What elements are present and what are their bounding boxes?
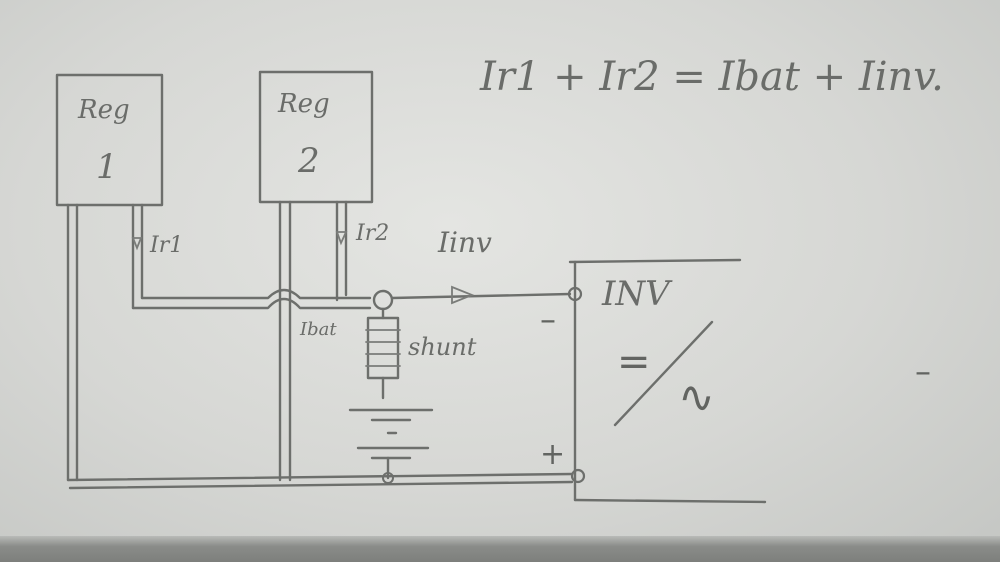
regulator-2-box (258, 70, 374, 204)
battery (348, 408, 434, 480)
inverter-ac-symbol: ∿ (678, 372, 715, 423)
negative-bus-wire (66, 472, 574, 490)
plus-sign: + (540, 437, 565, 472)
table-edge (0, 536, 1000, 562)
regulator-1-number: 1 (96, 147, 118, 187)
reg1-ground-wire (66, 203, 79, 482)
regulator-2-label: Reg (277, 89, 330, 119)
reg2-ground-wire (278, 200, 292, 482)
inverter-minus-terminal (567, 286, 583, 302)
inverter-dc-symbol: = (617, 339, 651, 385)
ir1-arrow (131, 237, 143, 251)
reg1-output-wire (131, 203, 144, 310)
ir2-label: Ir2 (355, 221, 389, 246)
ir2-arrow (335, 231, 348, 246)
stray-mark: – (915, 352, 931, 390)
regulator-1-box (55, 73, 164, 207)
current-equation: Ir1 + Ir2 = Ibat + Iinv. (479, 54, 944, 100)
inverter-label: INV (601, 274, 673, 314)
inverter-box (568, 258, 767, 504)
inverter-feed-wire (390, 292, 572, 300)
battery-node (382, 472, 394, 484)
junction-node (372, 289, 394, 311)
reg2-output-wire (335, 200, 348, 302)
inverter-plus-terminal (570, 468, 586, 484)
shunt-resistor (365, 307, 401, 400)
ibat-label: Ibat (299, 319, 337, 340)
iinv-label: Iinv (437, 226, 492, 259)
positive-bus-wire (131, 288, 372, 310)
iinv-arrow (451, 285, 475, 305)
minus-sign: – (540, 300, 556, 338)
shunt-label: shunt (408, 333, 477, 361)
regulator-2-number: 2 (297, 141, 320, 181)
inverter-divider-line (613, 320, 714, 427)
regulator-1-label: Reg (77, 95, 130, 125)
ir1-label: Ir1 (149, 233, 183, 258)
